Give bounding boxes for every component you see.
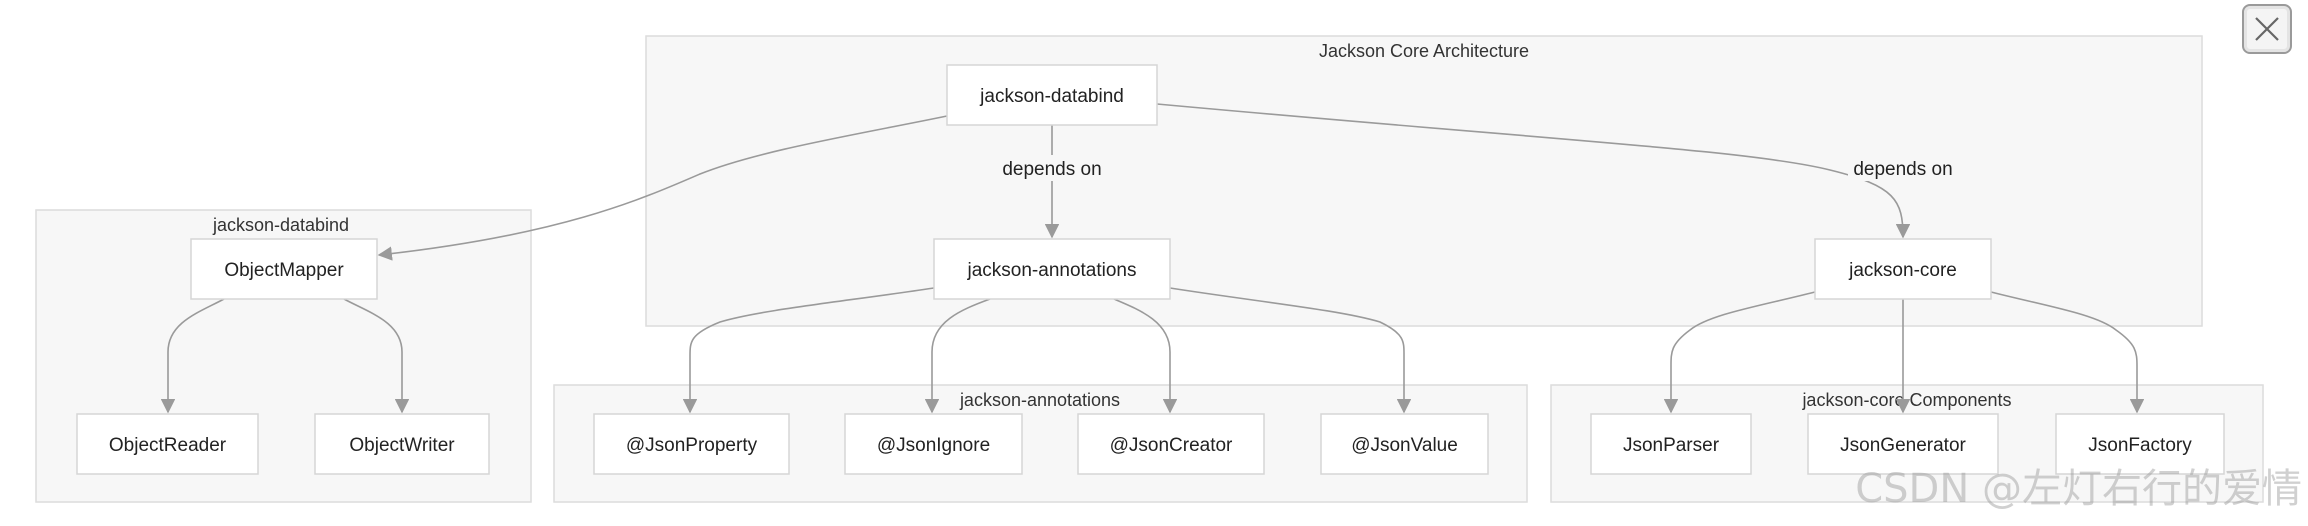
node-label: jackson-annotations — [967, 260, 1137, 281]
edge-jackson-databind-to-jackson-core — [1156, 103, 1911, 239]
edge-label-jackson-databind-to-jackson-core: depends on — [1848, 155, 1958, 181]
node-jsonproperty: @JsonProperty — [593, 413, 790, 475]
node-box — [314, 413, 490, 475]
node-label: @JsonCreator — [1110, 435, 1233, 456]
node-jsonfactory: JsonFactory — [2055, 413, 2225, 475]
node-label: @JsonValue — [1351, 435, 1458, 456]
node-box — [76, 413, 259, 475]
node-label: jackson-core — [1848, 260, 1957, 281]
node-label: ObjectMapper — [224, 260, 344, 281]
node-label: JsonFactory — [2088, 435, 2192, 456]
node-objectwriter: ObjectWriter — [314, 413, 490, 475]
node-box — [1320, 413, 1489, 475]
node-jsonignore: @JsonIgnore — [844, 413, 1023, 475]
edge-jackson-core-to-jsonparser — [1663, 291, 1816, 414]
node-jsongenerator: JsonGenerator — [1807, 413, 1999, 475]
node-box — [844, 413, 1023, 475]
node-label: ObjectReader — [109, 435, 227, 456]
edge-objectmapper-to-objectwriter — [343, 298, 410, 414]
node-box — [1077, 413, 1265, 475]
node-box — [1814, 238, 1992, 300]
node-label: @JsonProperty — [626, 435, 758, 456]
node-jsoncreator: @JsonCreator — [1077, 413, 1265, 475]
node-box — [946, 64, 1158, 126]
cluster-label: jackson-annotations — [959, 390, 1120, 410]
node-jsonvalue: @JsonValue — [1320, 413, 1489, 475]
edge-label-text: depends on — [1002, 159, 1101, 180]
edge-label-background — [1848, 155, 1958, 181]
edge-jackson-annotations-to-jsonignore — [924, 298, 991, 414]
cluster-label: jackson-databind — [212, 215, 349, 235]
edge-jackson-databind-to-objectmapper — [377, 115, 948, 261]
edge-label-text: depends on — [1853, 159, 1952, 180]
node-objectreader: ObjectReader — [76, 413, 259, 475]
node-box — [933, 238, 1171, 300]
edge-objectmapper-to-objectreader — [160, 298, 225, 414]
node-objectmapper: ObjectMapper — [190, 238, 378, 300]
edge-jackson-annotations-to-jsoncreator — [1113, 298, 1178, 414]
close-x-icon — [2255, 17, 2279, 41]
node-box — [1807, 413, 1999, 475]
node-label: JsonParser — [1623, 435, 1720, 456]
edge-label-jackson-databind-to-jackson-annotations: depends on — [997, 155, 1107, 181]
node-label: JsonGenerator — [1840, 435, 1966, 456]
node-box — [593, 413, 790, 475]
close-button[interactable] — [2242, 4, 2292, 54]
node-jackson-annotations: jackson-annotations — [933, 238, 1171, 300]
node-label: @JsonIgnore — [877, 435, 990, 456]
edge-label-background — [997, 155, 1107, 181]
watermark: CSDN @左灯右行的爱情 — [1855, 466, 2302, 512]
node-label: jackson-databind — [979, 86, 1124, 107]
node-jackson-databind: jackson-databind — [946, 64, 1158, 126]
node-box — [190, 238, 378, 300]
node-box — [2055, 413, 2225, 475]
edge-jackson-annotations-to-jsonproperty — [682, 287, 935, 414]
edge-jackson-annotations-to-jsonvalue — [1169, 287, 1412, 414]
node-box — [1590, 413, 1752, 475]
edge-jackson-core-to-jsonfactory — [1990, 291, 2145, 414]
cluster-label: Jackson Core Architecture — [1319, 41, 1529, 61]
node-label: ObjectWriter — [349, 435, 455, 456]
node-jackson-core: jackson-core — [1814, 238, 1992, 300]
node-jsonparser: JsonParser — [1590, 413, 1752, 475]
cluster-label: jackson-core Components — [1801, 390, 2011, 410]
